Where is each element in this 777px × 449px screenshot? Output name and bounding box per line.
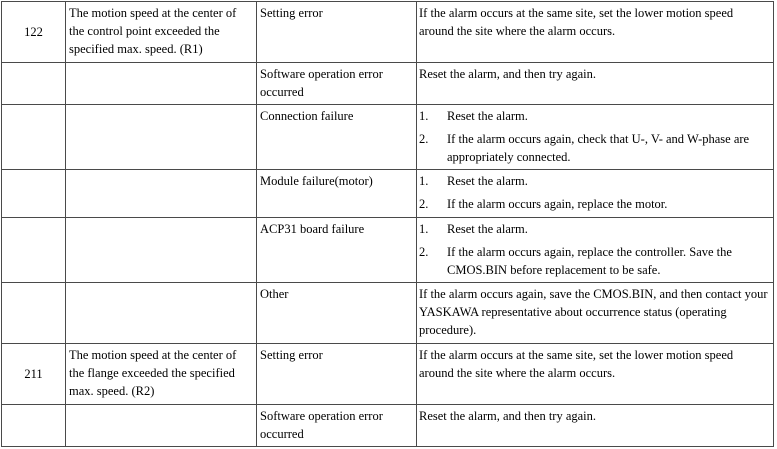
alarm-cause: Module failure(motor) [256, 169, 417, 218]
step-text: Reset the alarm. [447, 109, 528, 123]
alarm-description: The motion speed at the center of the fl… [65, 343, 257, 405]
alarm-code: 211 [1, 343, 66, 405]
alarm-description: The motion speed at the center of the co… [65, 1, 257, 63]
table-row: Software operation error occurred Reset … [1, 62, 774, 105]
step-text: Reset the alarm. [447, 174, 528, 188]
alarm-code [1, 217, 66, 283]
table-row: Connection failure 1. Reset the alarm. 2… [1, 104, 774, 170]
alarm-remedy: If the alarm occurs at the same site, se… [416, 1, 774, 63]
alarm-description [65, 169, 257, 218]
alarm-cause: Connection failure [256, 104, 417, 170]
alarm-description [65, 104, 257, 170]
step-text: If the alarm occurs again, check that U-… [447, 132, 750, 164]
step-text: If the alarm occurs again, replace the c… [447, 245, 732, 277]
remedy-step: 1. Reset the alarm. [419, 107, 770, 125]
step-number: 2. [419, 245, 429, 259]
step-number: 2. [419, 197, 429, 211]
alarm-description [65, 404, 257, 447]
table-row: Other If the alarm occurs again, save th… [1, 282, 774, 344]
remedy-step: 2. If the alarm occurs again, replace th… [419, 243, 770, 279]
alarm-remedy: If the alarm occurs at the same site, se… [416, 343, 774, 405]
remedy-step: 1. Reset the alarm. [419, 172, 770, 190]
alarm-code [1, 169, 66, 218]
remedy-step: 1. Reset the alarm. [419, 220, 770, 238]
step-number: 2. [419, 132, 429, 146]
alarm-remedy: 1. Reset the alarm. 2. If the alarm occu… [416, 169, 774, 218]
alarm-code: 122 [1, 1, 66, 63]
step-text: If the alarm occurs again, replace the m… [447, 197, 668, 211]
alarm-remedy: 1. Reset the alarm. 2. If the alarm occu… [416, 104, 774, 170]
table-row: ACP31 board failure 1. Reset the alarm. … [1, 217, 774, 283]
alarm-cause: Software operation error occurred [256, 404, 417, 447]
table-row: 122 The motion speed at the center of th… [1, 1, 774, 63]
alarm-remedy: If the alarm occurs again, save the CMOS… [416, 282, 774, 344]
alarm-remedy: Reset the alarm, and then try again. [416, 404, 774, 447]
alarm-description [65, 62, 257, 105]
alarm-cause: Other [256, 282, 417, 344]
table-row: 211 The motion speed at the center of th… [1, 343, 774, 405]
step-number: 1. [419, 174, 429, 188]
table-row: Module failure(motor) 1. Reset the alarm… [1, 169, 774, 218]
alarm-remedy: 1. Reset the alarm. 2. If the alarm occu… [416, 217, 774, 283]
alarm-code [1, 104, 66, 170]
step-number: 1. [419, 109, 429, 123]
alarm-description [65, 282, 257, 344]
table-row: Software operation error occurred Reset … [1, 404, 774, 447]
remedy-step: 2. If the alarm occurs again, check that… [419, 130, 770, 166]
alarm-remedy: Reset the alarm, and then try again. [416, 62, 774, 105]
alarm-cause: ACP31 board failure [256, 217, 417, 283]
alarm-cause: Setting error [256, 343, 417, 405]
step-text: Reset the alarm. [447, 222, 528, 236]
alarm-cause: Software operation error occurred [256, 62, 417, 105]
remedy-step: 2. If the alarm occurs again, replace th… [419, 195, 770, 213]
alarm-code [1, 404, 66, 447]
step-number: 1. [419, 222, 429, 236]
alarm-code [1, 62, 66, 105]
alarm-code [1, 282, 66, 344]
alarm-description [65, 217, 257, 283]
alarm-cause: Setting error [256, 1, 417, 63]
